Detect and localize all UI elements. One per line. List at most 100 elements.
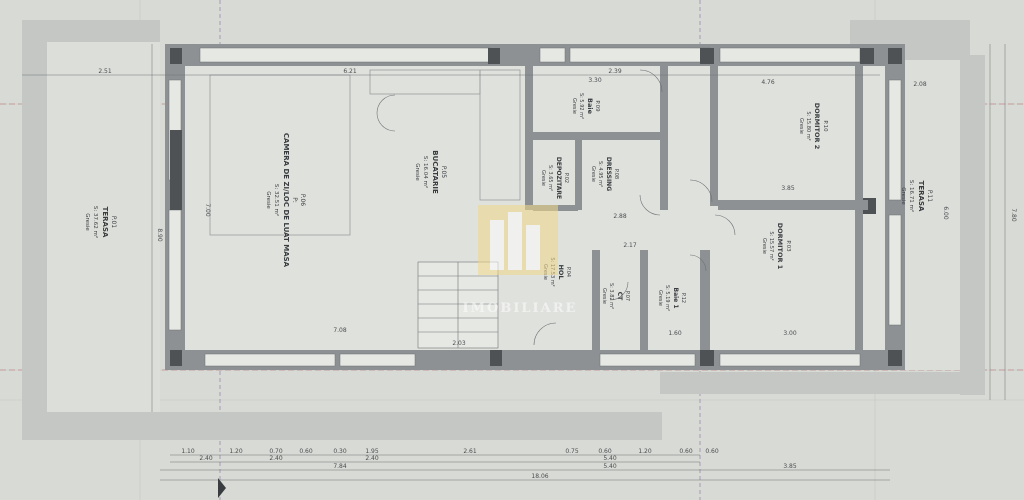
room-floor: Gresie	[414, 163, 420, 181]
room-area: S: 16.71 m²	[908, 180, 915, 212]
room-floor: Gresie	[900, 187, 906, 205]
dim-bot-300: 3.00	[783, 330, 797, 337]
window-openings	[168, 47, 902, 367]
room-floor: Gresie	[761, 238, 767, 254]
dim-top-r1: 2.39	[608, 68, 622, 75]
room-floor: Gresie	[265, 191, 271, 209]
dim-top-r3: 4.76	[761, 79, 775, 86]
room-ct: P.07 CT S: 3.82 m² Gresie	[601, 283, 630, 309]
room-area: S: 15.57 m²	[768, 231, 774, 260]
dim-mid-217: 2.17	[623, 242, 637, 249]
dim-bot-708: 7.08	[333, 327, 347, 334]
dim-top-r2: 3.30	[588, 77, 602, 84]
dim-top-left: 2.51	[98, 68, 112, 75]
room-code: P.04	[565, 267, 571, 277]
dim-row2-value: 2.40	[269, 455, 283, 462]
room-floor: Gresie	[601, 288, 607, 304]
watermark-text: IMOBILIARE	[463, 301, 578, 316]
dim-row1-value: 0.60	[598, 448, 612, 455]
room-area: S: 3.65 m²	[547, 165, 553, 191]
room-code: P.05	[440, 166, 447, 178]
room-floor: Gresie	[657, 290, 663, 306]
room-area: S: 3.82 m²	[608, 283, 614, 309]
room-area: S: 15.80 m²	[805, 111, 811, 140]
room-code: P.10	[822, 120, 828, 132]
room-area: S: 5.19 m²	[664, 285, 670, 311]
room-code: P.12	[680, 293, 686, 303]
stairs	[417, 261, 499, 349]
room-code: P.08	[613, 169, 619, 179]
room-dormitor1: P.03 DORMITOR 1 S: 15.57 m² Gresie	[761, 223, 791, 270]
dim-row1-value: 0.60	[679, 448, 693, 455]
dim-mid-385: 3.85	[781, 185, 795, 192]
room-name: DORMITOR 1	[776, 223, 784, 270]
dim-bot-160: 1.60	[668, 330, 682, 337]
dim-row3-left: 7.84	[333, 463, 347, 470]
room-floor: Gresie	[540, 170, 546, 186]
section-arrow-icon	[218, 478, 226, 498]
room-baie1: P.12 Baie 1 S: 5.19 m² Gresie	[657, 285, 686, 311]
room-name: Baie 1	[672, 287, 679, 308]
dim-row3-mid: 5.40	[603, 463, 617, 470]
room-area: S: 5.92 m²	[578, 93, 584, 119]
dim-row1-value: 0.70	[269, 448, 283, 455]
room-name: Baie	[586, 98, 594, 115]
dim-row1-value: 0.30	[333, 448, 347, 455]
room-area: S: 32.51 m²	[273, 184, 280, 216]
room-floor: Gresie	[571, 98, 577, 114]
dim-row2-value: 2.40	[199, 455, 213, 462]
dim-row2-value: 5.40	[603, 455, 617, 462]
room-floor: Gresie	[84, 213, 90, 231]
room-bucatarie: P.05 BUCATARIE S: 16.04 m² Gresie	[414, 150, 447, 194]
room-name: TERASA	[917, 181, 925, 212]
left-dims: 8.90 7.00	[151, 44, 211, 412]
dim-row1-value: 0.75	[565, 448, 579, 455]
room-name: DEPOZITARE	[555, 157, 562, 199]
dim-row1-value: 1.95	[365, 448, 379, 455]
room-baie: P.09 Baie S: 5.92 m² Gresie	[571, 93, 600, 119]
room-name: CT	[616, 292, 623, 301]
bottom-dimension-chain	[160, 454, 890, 481]
room-area: S: 4.95 m²	[597, 161, 603, 187]
dim-row1-value: 1.10	[181, 448, 195, 455]
room-code: P.02	[563, 173, 569, 183]
dim-row1-value: 1.20	[638, 448, 652, 455]
dim-row1: 1.10 1.20 0.70 0.60 0.30 1.95 2.61 0.75 0.60 1.20…	[181, 448, 719, 455]
dim-total: 18.06	[531, 473, 548, 480]
dim-left-700: 7.00	[204, 203, 211, 217]
dim-top-r4: 2.08	[913, 81, 927, 88]
room-name: CAMERA DE ZI/LOC DE LUAT MASA	[282, 133, 290, 268]
room-code: P.09	[594, 100, 600, 112]
door-swings	[376, 69, 736, 346]
room-name: BUCATARIE	[431, 150, 439, 194]
interior-walls	[525, 66, 868, 350]
room-camera: P.06 P: CAMERA DE ZI/LOC DE LUAT MASA S:…	[265, 133, 306, 268]
room-name: DRESSING	[605, 157, 612, 191]
dim-row1-value: 0.60	[705, 448, 719, 455]
room-area: S: 37.62 m²	[92, 206, 99, 238]
right-dims: 7.80 6.00	[942, 44, 1017, 400]
room-name: HOL	[557, 264, 565, 279]
dim-right-780: 7.80	[1010, 208, 1017, 222]
room-terasa-left: P.01 TERASA S: 37.62 m² Gresie	[84, 206, 117, 238]
room-dressing: P.08 DRESSING S: 4.95 m² Gresie	[590, 157, 619, 191]
room-terasa-right: P.11 TERASA S: 16.71 m² Gresie	[900, 180, 933, 212]
dim-row1-value: 0.60	[299, 448, 313, 455]
dim-bot-203: 2.03	[452, 340, 466, 347]
terrace-areas	[22, 20, 985, 440]
dim-right-600: 6.00	[942, 206, 949, 220]
room-code: P.07	[624, 291, 630, 301]
dim-row1-value: 2.61	[463, 448, 477, 455]
room-area: S: 16.04 m²	[422, 156, 429, 188]
room-floor: Gresie	[798, 118, 804, 134]
left-terrace-floor	[47, 42, 160, 412]
room-dormitor2: P.10 DORMITOR 2 S: 15.80 m² Gresie	[798, 103, 828, 150]
room-perimeter: P:	[291, 197, 298, 203]
room-code: P.11	[926, 190, 933, 202]
dim-row3-right: 3.85	[783, 463, 797, 470]
room-code: P.06	[299, 194, 306, 206]
watermark-logo	[478, 205, 558, 275]
dim-row1-value: 1.20	[229, 448, 243, 455]
